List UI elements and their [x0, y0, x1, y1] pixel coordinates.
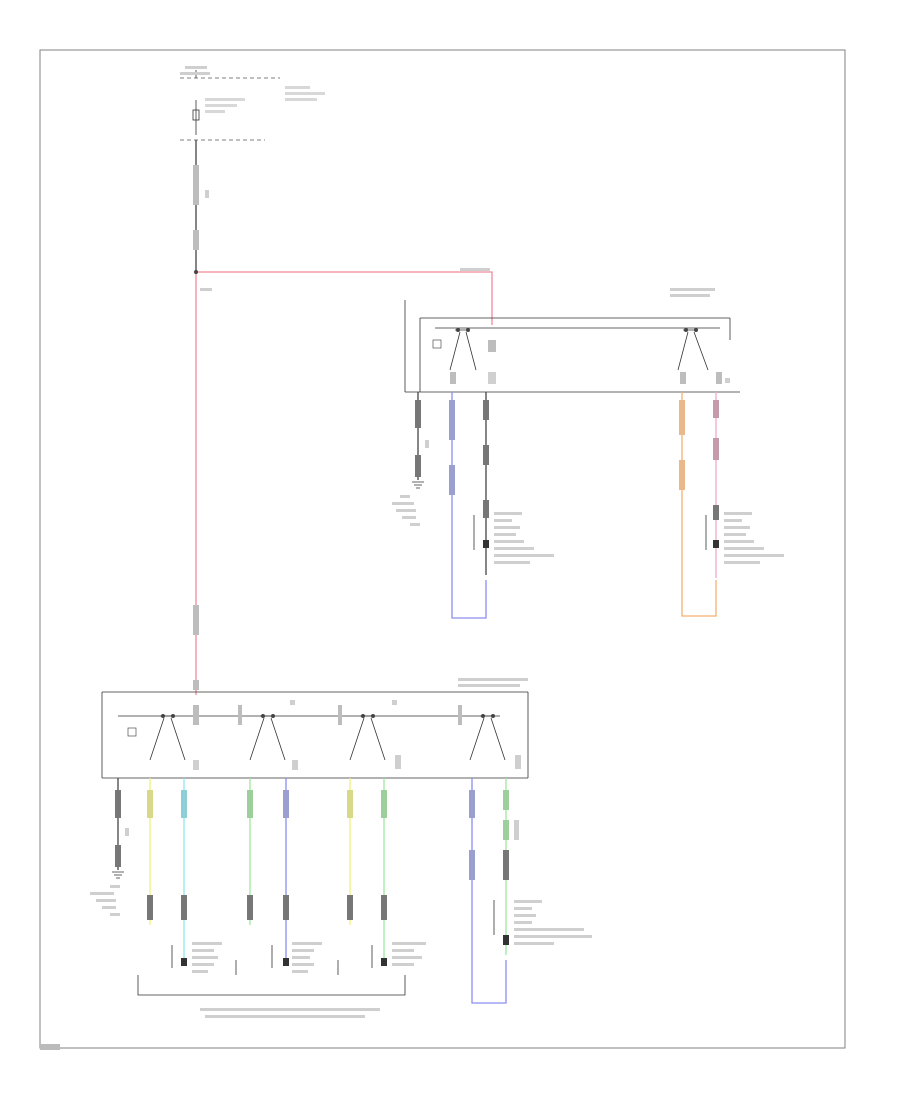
lower-wires	[147, 778, 519, 1004]
ground-symbol-icon	[112, 871, 124, 879]
upper-ground-leg	[392, 392, 429, 526]
lower-component-labels	[137, 900, 592, 1018]
lower-ground-leg	[90, 778, 129, 916]
page-marker	[40, 1044, 60, 1050]
switch-contact-icon	[149, 715, 186, 761]
upper-orange-loop	[679, 392, 784, 617]
switch-contact-icon	[449, 329, 477, 371]
fuse-icon	[192, 109, 200, 121]
ground-symbol-icon	[412, 481, 424, 489]
lower-switch-assembly	[101, 678, 529, 779]
switch-contact-icon	[677, 329, 709, 371]
source-fuse-block	[180, 66, 325, 141]
switch-contact-icon	[469, 715, 506, 761]
diagram-frame	[39, 49, 846, 1049]
feed-wire	[193, 140, 209, 272]
switch-contact-icon	[349, 715, 386, 761]
switch-contact-icon	[249, 715, 286, 761]
upper-switch-assembly	[404, 288, 740, 393]
upper-blue-loop	[449, 392, 554, 619]
red-power-wire	[193, 268, 493, 695]
splice-icon	[194, 270, 198, 274]
